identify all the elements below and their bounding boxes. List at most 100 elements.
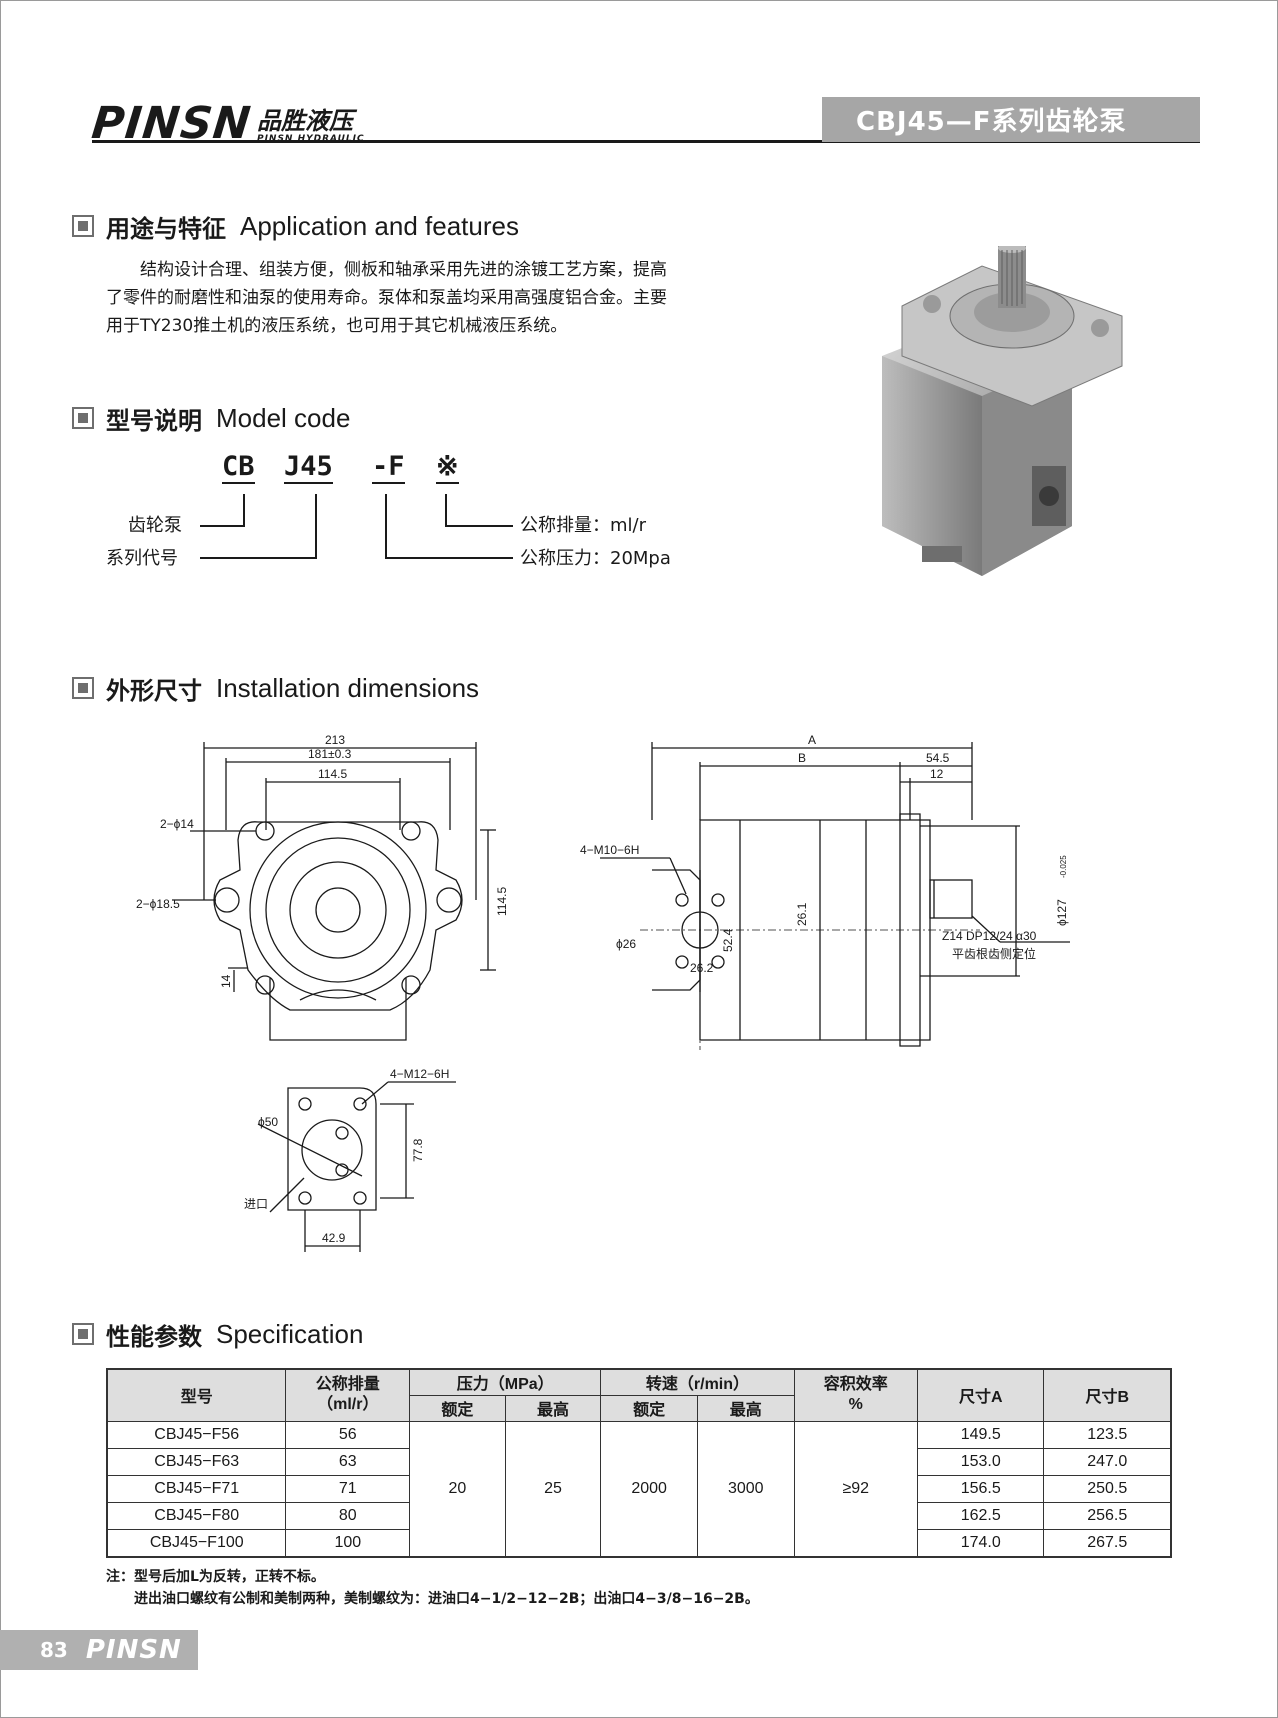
section-square-icon <box>72 1323 94 1345</box>
page-number: 83 <box>40 1638 68 1662</box>
leader-line <box>315 494 317 559</box>
port-detail-drawing: 4−M12−6H ϕ50 77.8 进口 42.9 <box>244 1067 456 1252</box>
note-line: 注：型号后加L为反转，正转不标。 <box>106 1569 325 1585</box>
model-code-part-f: -F <box>372 451 405 484</box>
cell-model: CBJ45−F56 <box>106 1420 287 1449</box>
col-pressure: 压力（MPa） <box>409 1368 602 1396</box>
label-gear-pump: 齿轮泵 <box>128 515 182 536</box>
port-m12: 4−M12−6H <box>390 1067 449 1081</box>
dim-26-1: 26.1 <box>795 902 809 926</box>
dim-phi-127: ϕ127 <box>1055 899 1069 926</box>
note-line: 进出油口螺纹有公制和美制两种，美制螺纹为：进油口4−1/2−12−2B；出油口4… <box>134 1591 759 1607</box>
section-square-icon <box>72 215 94 237</box>
leader-line <box>445 525 513 527</box>
label-series-code: 系列代号 <box>106 548 178 569</box>
cell-speed-rated: 2000 <box>600 1420 698 1557</box>
leader-line <box>385 557 513 559</box>
footer-brand: PINSN <box>85 1635 182 1665</box>
section-square-icon <box>72 677 94 699</box>
series-title: CBJ45—F系列齿轮泵 <box>856 107 1127 137</box>
table-row: CBJ45−F100 100 174.0 267.5 <box>106 1528 1172 1557</box>
cell-size-b: 250.5 <box>1043 1474 1172 1503</box>
cell-model: CBJ45−F80 <box>106 1501 287 1530</box>
col-displacement: 公称排量 （ml/r） <box>285 1368 411 1422</box>
dim-hole-14: 2−ϕ14 <box>160 817 194 831</box>
description-line: 用于TY230推土机的液压系统，也可用于其它机械液压系统。 <box>106 316 568 336</box>
description-line: 结构设计合理、组装方便，侧板和轴承采用先进的涂镀工艺方案，提高 <box>106 260 667 280</box>
cell-size-b: 267.5 <box>1043 1528 1172 1557</box>
col-speed-max: 最高 <box>696 1394 795 1422</box>
section-model-code-header: 型号说明 Model code <box>72 402 351 435</box>
cell-speed-max: 3000 <box>696 1420 795 1557</box>
gear-pump-photo <box>882 246 1123 576</box>
section-title-en: Model code <box>216 402 351 433</box>
col-displacement-unit: （ml/r） <box>317 1396 379 1414</box>
table-row: CBJ45−F71 71 156.5 250.5 <box>106 1474 1172 1503</box>
brand-chinese-name: 品胜液压 <box>256 107 353 135</box>
series-title-banner: CBJ45—F系列齿轮泵 <box>822 97 1200 142</box>
model-code-part-displacement: ※ <box>436 451 459 484</box>
spline-spec: Z14 DP12/24 α30 <box>942 929 1037 943</box>
cell-displacement: 63 <box>285 1447 411 1476</box>
col-size-b: 尺寸B <box>1043 1368 1172 1422</box>
port-42-9: 42.9 <box>322 1231 346 1245</box>
description-line: 了零件的耐磨性和油泵的使用寿命。泵体和泵盖均采用高强度铝合金。主要 <box>106 288 667 308</box>
dim-m10: 4−M10−6H <box>580 843 639 857</box>
brand-english-name: PINSN HYDRAULIC <box>256 134 365 144</box>
section-title-cn: 用途与特征 <box>106 214 226 243</box>
cell-displacement: 56 <box>285 1420 411 1449</box>
leader-line <box>200 525 245 527</box>
col-displacement-label: 公称排量 <box>315 1376 380 1394</box>
dim-52-4: 52.4 <box>721 928 735 952</box>
col-pressure-rated: 额定 <box>409 1394 506 1422</box>
side-view-drawing: A B 54.5 12 4−M10−6H ϕ26 52.4 26.1 26.2 … <box>580 733 1070 1050</box>
cell-size-a: 149.5 <box>916 1420 1045 1449</box>
footer-bar: 83 PINSN <box>0 1630 198 1670</box>
header-rule <box>92 140 1200 143</box>
section-square-icon <box>72 407 94 429</box>
col-speed: 转速（r/min） <box>600 1368 795 1396</box>
cell-efficiency: ≥92 <box>793 1420 918 1557</box>
cell-model: CBJ45−F71 <box>106 1474 287 1503</box>
dim-54-5: 54.5 <box>926 751 950 765</box>
section-dimensions-header: 外形尺寸 Installation dimensions <box>72 672 479 705</box>
specification-table: 型号 公称排量 （ml/r） 压力（MPa） 转速（r/min） 容积效率 % … <box>106 1368 1172 1558</box>
cell-displacement: 71 <box>285 1474 411 1503</box>
section-title-en: Application and features <box>240 210 519 241</box>
dim-phi-26: ϕ26 <box>616 937 636 951</box>
cell-size-a: 156.5 <box>916 1474 1045 1503</box>
leader-line <box>243 494 245 527</box>
section-title-cn: 性能参数 <box>106 1322 202 1351</box>
col-speed-rated: 额定 <box>600 1394 698 1422</box>
dim-b: B <box>798 751 806 765</box>
port-77-8: 77.8 <box>411 1138 425 1162</box>
leader-line <box>385 494 387 559</box>
model-code-part-series: J45 <box>284 451 333 484</box>
cell-model: CBJ45−F100 <box>106 1528 287 1557</box>
dim-a: A <box>808 733 816 747</box>
cell-pressure-max: 25 <box>504 1420 602 1557</box>
col-pressure-max: 最高 <box>504 1394 602 1422</box>
section-specification-header: 性能参数 Specification <box>72 1318 364 1351</box>
label-displacement: 公称排量：ml/r <box>520 515 646 536</box>
cell-size-a: 153.0 <box>916 1447 1045 1476</box>
col-efficiency-unit: % <box>848 1396 863 1414</box>
section-title-cn: 外形尺寸 <box>106 676 202 705</box>
application-description: 结构设计合理、组装方便，侧板和轴承采用先进的涂镀工艺方案，提高 了零件的耐磨性和… <box>106 256 776 340</box>
col-size-a: 尺寸A <box>916 1368 1045 1422</box>
spline-note: 平齿根齿侧定位 <box>952 946 1036 961</box>
cell-model: CBJ45−F63 <box>106 1447 287 1476</box>
specification-notes: 注：型号后加L为反转，正转不标。 进出油口螺纹有公制和美制两种，美制螺纹为：进油… <box>106 1566 759 1610</box>
cell-pressure-rated: 20 <box>409 1420 506 1557</box>
table-row: CBJ45−F56 56 20 25 2000 3000 ≥92 149.5 1… <box>106 1420 1172 1557</box>
col-model: 型号 <box>106 1368 287 1422</box>
port-phi-50: ϕ50 <box>258 1115 278 1129</box>
cell-size-b: 247.0 <box>1043 1447 1172 1476</box>
cell-displacement: 100 <box>285 1528 411 1557</box>
port-inlet: 进口 <box>244 1197 268 1211</box>
dim-213: 213 <box>325 733 345 747</box>
dim-12: 12 <box>930 767 944 781</box>
cell-size-a: 162.5 <box>916 1501 1045 1530</box>
dim-26-2: 26.2 <box>690 961 714 975</box>
section-title-en: Specification <box>216 1318 364 1349</box>
